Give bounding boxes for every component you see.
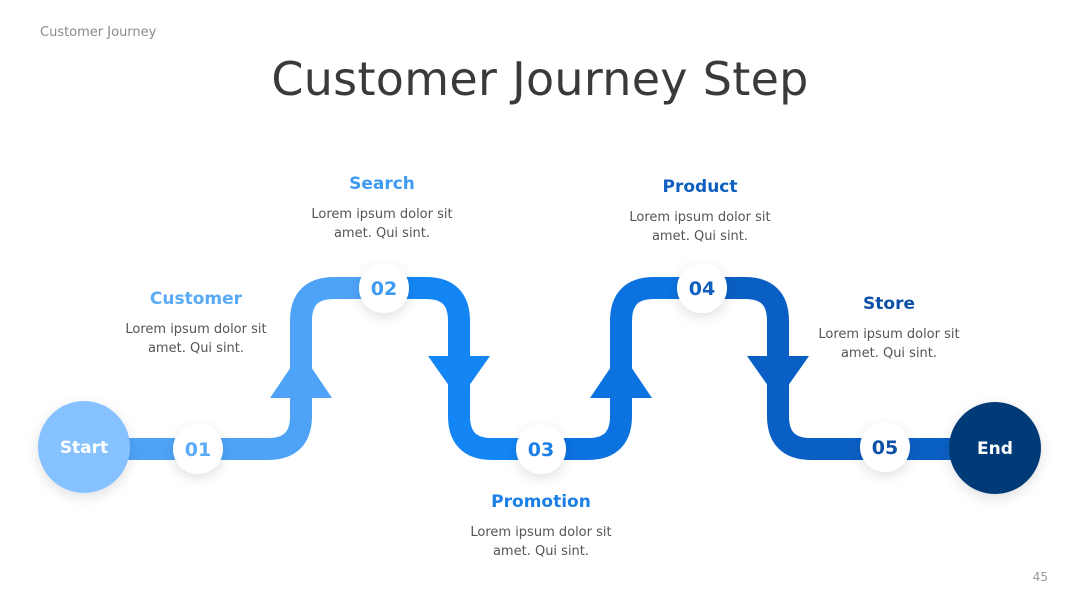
arrow-up-icon: [590, 352, 652, 398]
step-number-03: 03: [528, 439, 554, 461]
step-desc-line: amet. Qui sint.: [651, 229, 749, 244]
step-desc-line: amet. Qui sint.: [333, 226, 431, 241]
step-title-product: Product: [662, 177, 738, 197]
step-desc-line: amet. Qui sint.: [147, 341, 245, 356]
step-number-02: 02: [371, 278, 397, 300]
step-badge-05: [860, 422, 910, 472]
path-segment-1: [120, 277, 385, 460]
step-desc-line: Lorem ipsum dolor sit: [629, 210, 771, 225]
step-badge-03: [516, 424, 566, 474]
start-label: Start: [60, 438, 108, 458]
step-title-promotion: Promotion: [491, 492, 591, 512]
step-desc-line: Lorem ipsum dolor sit: [818, 327, 960, 342]
step-desc-product: Lorem ipsum dolor sit amet. Qui sint.: [600, 208, 800, 246]
end-label: End: [977, 439, 1013, 459]
arrow-up-icon: [270, 352, 332, 398]
header-label: Customer Journey: [40, 25, 157, 40]
step-desc-line: Lorem ipsum dolor sit: [311, 207, 453, 222]
step-desc-line: amet. Qui sint.: [840, 346, 938, 361]
step-badge-02: [359, 263, 409, 313]
step-title-store: Store: [863, 294, 915, 314]
step-desc-store: Lorem ipsum dolor sit amet. Qui sint.: [789, 325, 989, 363]
page-number: 45: [1032, 570, 1048, 584]
start-circle: [38, 401, 130, 493]
step-desc-customer: Lorem ipsum dolor sit amet. Qui sint.: [96, 320, 296, 358]
step-number-04: 04: [689, 278, 715, 300]
step-badge-04: [677, 263, 727, 313]
step-title-search: Search: [349, 174, 415, 194]
step-number-01: 01: [185, 439, 211, 461]
end-circle: [949, 402, 1041, 494]
arrow-down-icon: [428, 356, 490, 400]
step-number-05: 05: [872, 437, 898, 459]
step-desc-line: Lorem ipsum dolor sit: [470, 525, 612, 540]
step-title-customer: Customer: [149, 289, 243, 309]
step-desc-line: amet. Qui sint.: [492, 544, 590, 559]
step-desc-search: Lorem ipsum dolor sit amet. Qui sint.: [282, 205, 482, 243]
step-desc-line: Lorem ipsum dolor sit: [125, 322, 267, 337]
step-badge-01: [173, 424, 223, 474]
step-desc-promotion: Lorem ipsum dolor sit amet. Qui sint.: [441, 523, 641, 561]
page-title: Customer Journey Step: [271, 52, 809, 106]
arrow-down-icon: [747, 356, 809, 400]
